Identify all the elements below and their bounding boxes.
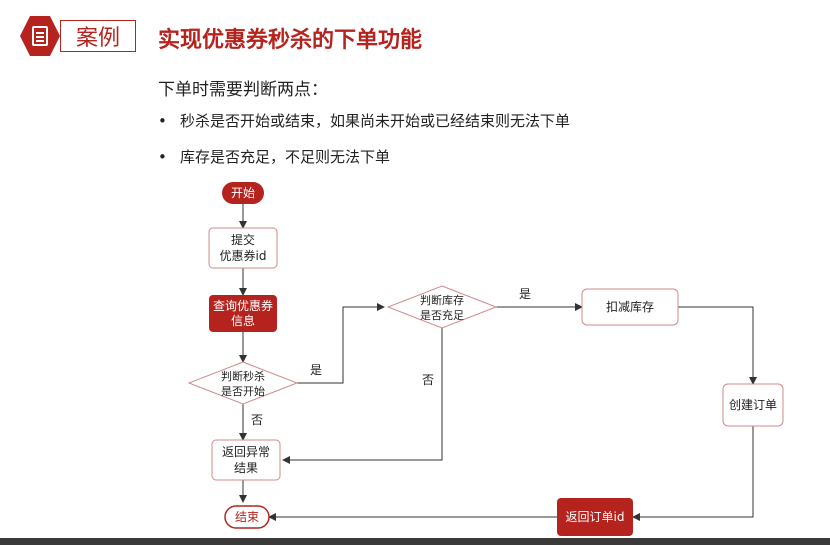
node-check-time-line1: 判断秒杀 (221, 369, 265, 383)
node-check-stock: 判断库存 是否充足 (386, 285, 498, 329)
bottom-bar (0, 538, 830, 545)
edge-checktime-checkstock (297, 303, 385, 384)
node-start-label: 开始 (231, 186, 255, 200)
intro-text: 下单时需要判断两点： (158, 80, 328, 100)
node-end-label: 结束 (235, 510, 259, 524)
edge-checkstock-error (282, 328, 443, 464)
node-check-stock-line1: 判断库存 (420, 293, 464, 307)
edge-label-yes: 是 (519, 287, 531, 301)
node-deduct-label: 扣减库存 (606, 299, 654, 314)
node-create-order: 创建订单 (722, 383, 784, 427)
node-create-order-label: 创建订单 (729, 398, 777, 412)
header-tag: 案例 (20, 16, 138, 56)
node-query-line1: 查询优惠券 (213, 298, 273, 313)
node-submit-line1: 提交 (231, 232, 255, 247)
edge-label-no: 否 (422, 373, 434, 387)
node-deduct: 扣减库存 (581, 288, 679, 326)
node-start: 开始 (222, 182, 264, 204)
node-query: 查询优惠券 信息 (209, 295, 277, 332)
node-submit-line2: 优惠券id (220, 248, 267, 263)
node-return-error-line1: 返回异常 (222, 445, 270, 459)
node-end: 结束 (224, 505, 270, 529)
edge-create-return (632, 426, 754, 521)
node-check-time: 判断秒杀 是否开始 (187, 361, 299, 405)
bullet-item: •秒杀是否开始或结束，如果尚未开始或已经结束则无法下单 (158, 112, 571, 130)
node-return-error: 返回异常 结果 (211, 439, 281, 481)
edge-label-yes: 是 (310, 363, 322, 377)
node-submit: 提交 优惠券id (208, 227, 278, 269)
node-query-line2: 信息 (231, 313, 255, 328)
node-check-stock-line2: 是否充足 (420, 308, 464, 322)
edge-deduct-create (678, 306, 757, 385)
bullet-text: 秒杀是否开始或结束，如果尚未开始或已经结束则无法下单 (180, 112, 571, 130)
node-return-error-line2: 结果 (234, 461, 258, 475)
node-check-time-line2: 是否开始 (221, 384, 265, 398)
bullet-item: •库存是否充足，不足则无法下单 (158, 148, 391, 166)
bullet-text: 库存是否充足，不足则无法下单 (180, 148, 391, 166)
flow-edges (239, 204, 757, 521)
page-title: 实现优惠券秒杀的下单功能 (158, 28, 423, 53)
node-return-id-label: 返回订单id (566, 510, 625, 524)
tag-label: 案例 (60, 20, 136, 52)
edge-label-no: 否 (251, 413, 263, 427)
node-return-id: 返回订单id (557, 498, 633, 536)
